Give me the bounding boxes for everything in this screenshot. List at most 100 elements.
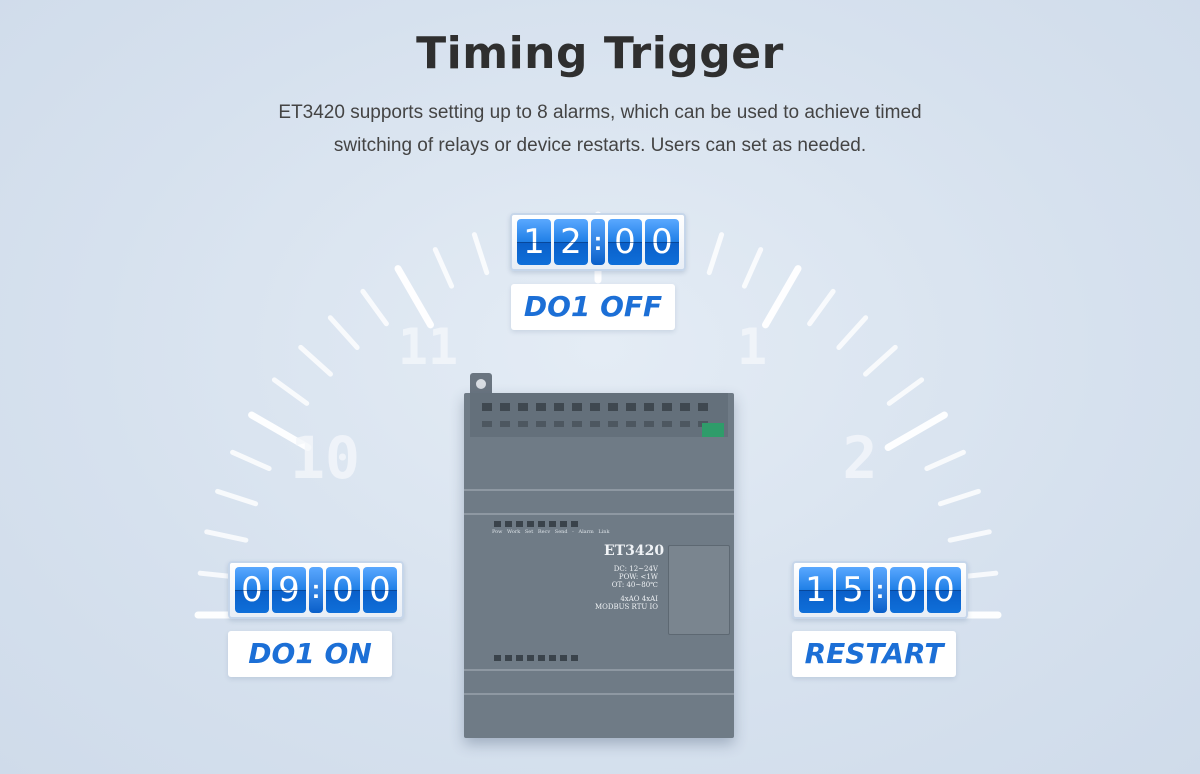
terminal-slot: [626, 403, 636, 411]
digit: 0: [608, 219, 642, 265]
terminal-slot: [608, 403, 618, 411]
terminal-screw: [662, 421, 672, 427]
alarm-label-restart: RESTART: [792, 631, 956, 677]
panel-strip: [464, 693, 734, 695]
terminal-slot: [662, 403, 672, 411]
dial-tick: [271, 377, 310, 406]
terminal-screw: [590, 421, 600, 427]
terminal-slot: [644, 403, 654, 411]
dial-tick: [937, 488, 981, 507]
dial-tick: [947, 529, 992, 543]
dial-tick: [924, 449, 966, 472]
terminal-screw: [554, 421, 564, 427]
status-led: [538, 521, 545, 527]
dial-tick: [762, 265, 802, 329]
dial-tick: [741, 247, 764, 289]
terminal-slot: [500, 403, 510, 411]
colon: :: [873, 567, 887, 613]
et3420-device: Pow Work Set Recv Send - Alarm Link ET34…: [464, 373, 734, 738]
digit: 2: [554, 219, 588, 265]
digit: 5: [836, 567, 870, 613]
terminal-slot: [590, 403, 600, 411]
dial-tick: [432, 247, 455, 289]
status-led: [571, 521, 578, 527]
dial-number-2: 2: [843, 424, 878, 492]
alarm-clock-0900: 0 9 : 0 0: [228, 561, 404, 619]
io-led: [516, 655, 523, 661]
status-led: [549, 521, 556, 527]
dial-number-10: 10: [290, 424, 360, 492]
device-specs: DC: 12~24V POW: <1W OT: 40~80℃: [610, 565, 658, 589]
dial-tick: [230, 449, 272, 472]
alarm-clock-1200: 1 2 : 0 0: [510, 213, 686, 271]
alarm-label-do1-on: DO1 ON: [228, 631, 392, 677]
terminal-slot: [698, 403, 708, 411]
terminal-slot: [518, 403, 528, 411]
dial-tick: [215, 488, 259, 507]
led-row-bottom: [494, 655, 578, 661]
dial-number-11: 11: [398, 318, 458, 376]
page-title: Timing Trigger: [416, 28, 784, 79]
led-labels: Pow Work Set Recv Send - Alarm Link: [492, 529, 610, 535]
dial-tick: [471, 232, 490, 276]
panel-strip: [464, 513, 734, 515]
digit: 1: [799, 567, 833, 613]
device-model: ET3420: [604, 543, 665, 559]
digit: 1: [517, 219, 551, 265]
green-connector: [702, 423, 724, 437]
dial-tick: [204, 529, 249, 543]
terminal-screw: [680, 421, 690, 427]
panel-strip: [464, 669, 734, 671]
terminal-screw: [518, 421, 528, 427]
terminal-screw: [536, 421, 546, 427]
io-line: MODBUS RTU IO: [594, 603, 658, 611]
io-led: [538, 655, 545, 661]
spec-line: POW: <1W: [618, 573, 658, 581]
status-led: [560, 521, 567, 527]
dial-tick: [327, 315, 360, 350]
digit: 0: [235, 567, 269, 613]
terminal-slot: [680, 403, 690, 411]
terminal-screw: [626, 421, 636, 427]
spec-line: OT: 40~80℃: [611, 581, 658, 589]
status-led: [516, 521, 523, 527]
status-led: [494, 521, 501, 527]
io-led: [549, 655, 556, 661]
io-led: [505, 655, 512, 661]
terminal-screw: [500, 421, 510, 427]
dial-tick: [706, 232, 725, 276]
io-led: [527, 655, 534, 661]
digit: 0: [890, 567, 924, 613]
dial-tick: [360, 288, 389, 327]
digit: 0: [927, 567, 961, 613]
terminal-screw: [482, 421, 492, 427]
terminal-screw: [644, 421, 654, 427]
digit: 0: [645, 219, 679, 265]
io-led: [560, 655, 567, 661]
digit: 0: [326, 567, 360, 613]
dial-number-1: 1: [737, 318, 767, 376]
dial-tick: [248, 411, 312, 451]
status-led: [527, 521, 534, 527]
dial-tick: [886, 377, 925, 406]
dial-tick: [884, 411, 948, 451]
terminal-slot: [572, 403, 582, 411]
terminal-slot: [482, 403, 492, 411]
panel-strip: [464, 489, 734, 491]
colon: :: [591, 219, 605, 265]
terminal-block-top: [470, 393, 728, 437]
dial-tick: [863, 344, 898, 377]
spec-line: DC: 12~24V: [613, 565, 658, 573]
colon: :: [309, 567, 323, 613]
dial-tick: [394, 265, 434, 329]
terminal-slot: [536, 403, 546, 411]
digit: 0: [363, 567, 397, 613]
page-subtitle: ET3420 supports setting up to 8 alarms, …: [278, 102, 922, 156]
terminal-screw: [608, 421, 618, 427]
alarm-clock-1500: 1 5 : 0 0: [792, 561, 968, 619]
dial-tick: [298, 344, 333, 377]
io-led: [571, 655, 578, 661]
terminal-screw: [572, 421, 582, 427]
dial-tick: [836, 315, 869, 350]
terminal-slot: [554, 403, 564, 411]
